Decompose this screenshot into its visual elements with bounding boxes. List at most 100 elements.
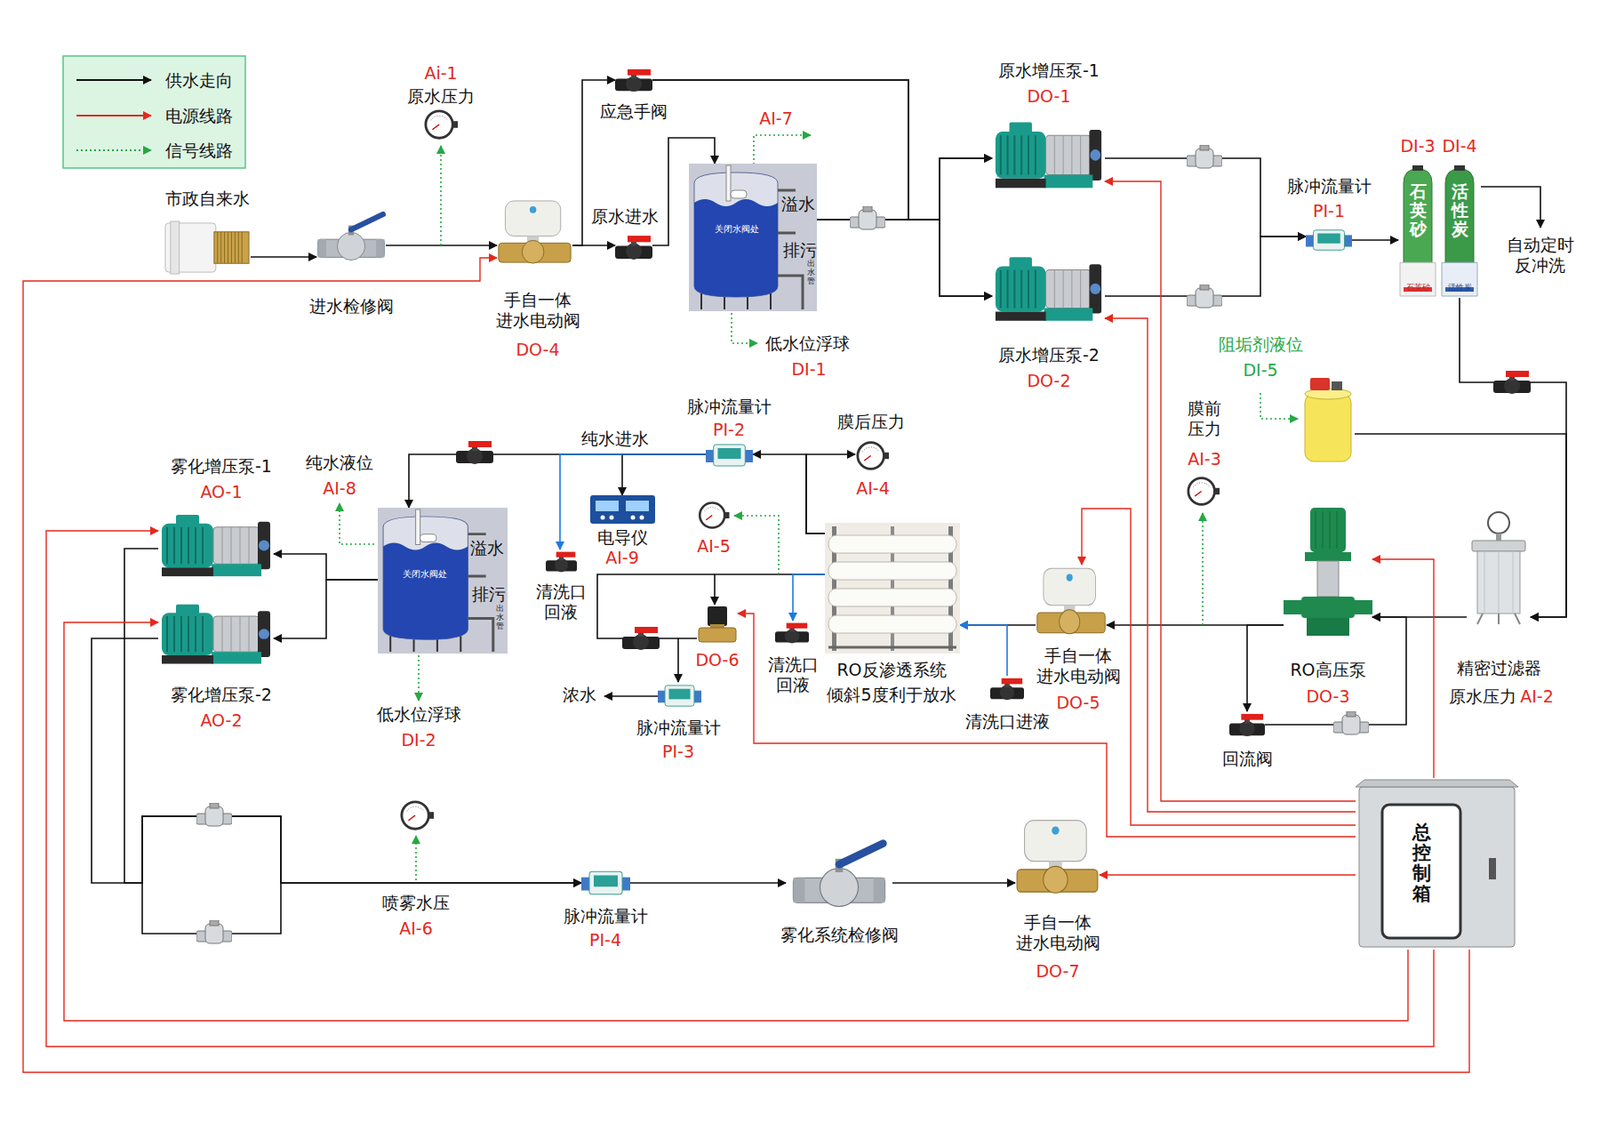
flow-meter-icon	[581, 867, 631, 898]
note-label: 活性炭	[1446, 282, 1474, 293]
component-code: 石英砂	[1409, 182, 1427, 239]
manual-valve-icon	[990, 675, 1024, 703]
legend-sample	[76, 114, 152, 117]
manual-valve-icon	[615, 232, 653, 263]
water-flow-line	[91, 638, 582, 883]
power-line	[23, 257, 1470, 1072]
booster-pump: 雾化增压泵-2AO-2	[158, 597, 274, 674]
water-flow-line	[622, 454, 706, 496]
component-code: 倾斜5度利于放水	[824, 684, 958, 705]
component-label: DI-3	[1398, 136, 1437, 157]
note-label: AI-8	[320, 478, 359, 499]
ro-pump-icon	[1283, 507, 1373, 639]
component-code: DI-5	[1240, 360, 1280, 381]
water-flow-line	[1247, 624, 1284, 712]
water-tank-icon	[377, 507, 508, 654]
solenoid-valve: DO-6	[696, 604, 738, 646]
power-line	[1104, 181, 1356, 801]
component-label: 雾化系统检修阀	[778, 924, 901, 945]
cleaning-line	[560, 454, 706, 550]
water-flow-line	[250, 256, 317, 258]
motor-valve: 手自一体 进水电动阀DO-4	[496, 197, 573, 268]
component-code: AO-1	[198, 481, 244, 503]
water-flow-line	[1104, 158, 1306, 237]
manual-valve	[456, 370, 1531, 650]
component-code: 溢水	[468, 537, 506, 559]
cleaning-line	[960, 624, 1008, 676]
component-label: 喷雾水压	[380, 892, 452, 913]
component-label: 清洗口 回液	[765, 654, 822, 696]
component-code: 排污	[470, 584, 508, 605]
component-label: 手自一体 进水电动阀	[493, 289, 584, 331]
water-flow-line	[1352, 239, 1399, 241]
carbon-filter: DI-4活性炭	[1440, 165, 1480, 298]
power-line	[1372, 559, 1434, 778]
component-label: 总控制箱	[1412, 822, 1432, 904]
flow-meter: 脉冲流量计PI-1	[1305, 226, 1352, 254]
manual-valve-icon	[775, 620, 809, 646]
component-label: 关闭水阀处	[712, 224, 761, 235]
component-label: 手自一体 进水电动阀	[1013, 912, 1104, 953]
water-flow-line	[816, 158, 992, 220]
component-label: 脉冲流量计	[685, 396, 774, 417]
check-valve	[196, 144, 1369, 944]
water-flow-line	[806, 454, 856, 534]
ro-unit-icon	[824, 522, 960, 654]
water-flow-line	[572, 244, 616, 247]
water-tank: 关闭水阀处溢水排污出水管	[377, 507, 508, 654]
component-code: PI-4	[587, 929, 624, 951]
manual-valve: 清洗口 回液	[775, 620, 809, 646]
component-label: 原水增压泵-1	[996, 60, 1102, 81]
component-label: 脉冲流量计	[634, 717, 723, 738]
manual-valve: 应急手阀	[615, 66, 653, 95]
component-label: 雾化增压泵-2	[168, 684, 274, 705]
power-line	[1099, 873, 1356, 875]
motor-valve: 手自一体 进水电动阀DO-7	[1015, 816, 1100, 898]
cleaning-line	[792, 574, 825, 621]
water-tank: 关闭水阀处溢水排污出水管	[688, 163, 817, 312]
pressure-gauge: AI-5	[696, 499, 731, 531]
component-code: AO-2	[198, 710, 244, 731]
component-code: AI-9	[603, 547, 641, 568]
booster-pump: 原水增压泵-1DO-1	[992, 114, 1105, 200]
component-label: RO反渗透系统	[834, 659, 948, 680]
note-label: DI-1	[789, 359, 828, 380]
manual-valve: 清洗口 回液	[545, 549, 577, 575]
component-label: 清洗口 回液	[533, 581, 590, 623]
pressure-gauge: 膜前 压力AI-3	[1186, 474, 1220, 508]
manual-valve: 清洗口进液	[990, 675, 1024, 703]
water-flow-line	[273, 579, 378, 639]
conductivity-meter: 电导仪AI-9	[590, 495, 656, 524]
motor-valve-icon	[496, 197, 573, 268]
component-label: 应急手阀	[598, 101, 670, 122]
booster-pump-icon	[992, 114, 1105, 200]
booster-pump: 原水增压泵-2DO-2	[992, 249, 1105, 332]
note-label: DI-2	[399, 729, 438, 751]
manual-valve-icon	[545, 549, 577, 575]
component-label: Ai-1	[422, 63, 459, 84]
component-label: 市政自来水	[163, 188, 252, 209]
pressure-gauge-icon	[696, 499, 731, 531]
note-label: 纯水进水	[579, 428, 651, 449]
ball-valve: 进水检修阀	[316, 199, 386, 274]
ball-valve: 雾化系统检修阀	[785, 835, 893, 912]
motor-valve-icon	[1015, 816, 1100, 898]
component-label: 原水增压泵-2	[996, 344, 1102, 366]
note-label: 自动定时 反冲洗	[1504, 234, 1577, 276]
component-code: DO-5	[1054, 692, 1102, 713]
component-label: AI-5	[695, 536, 733, 557]
ball-valve-icon	[785, 835, 893, 912]
component-code: AI-4	[854, 478, 892, 499]
ro-pump: RO高压泵DO-3	[1283, 507, 1373, 639]
water-flow-line	[816, 219, 992, 296]
cartridge-filter: 精密过滤器原水压力AI-2	[1466, 510, 1531, 625]
booster-pump: 雾化增压泵-1AO-1	[158, 507, 274, 587]
component-code: DO-4	[513, 339, 561, 360]
water-flow-line	[714, 574, 825, 605]
flow-meter-icon	[705, 440, 753, 470]
power-line	[46, 530, 1434, 1047]
legend-label: 供水走向	[163, 70, 235, 91]
component-code: 出水管	[807, 259, 816, 287]
dosing-tank: 阻垢剂液位DI-5	[1301, 372, 1355, 464]
